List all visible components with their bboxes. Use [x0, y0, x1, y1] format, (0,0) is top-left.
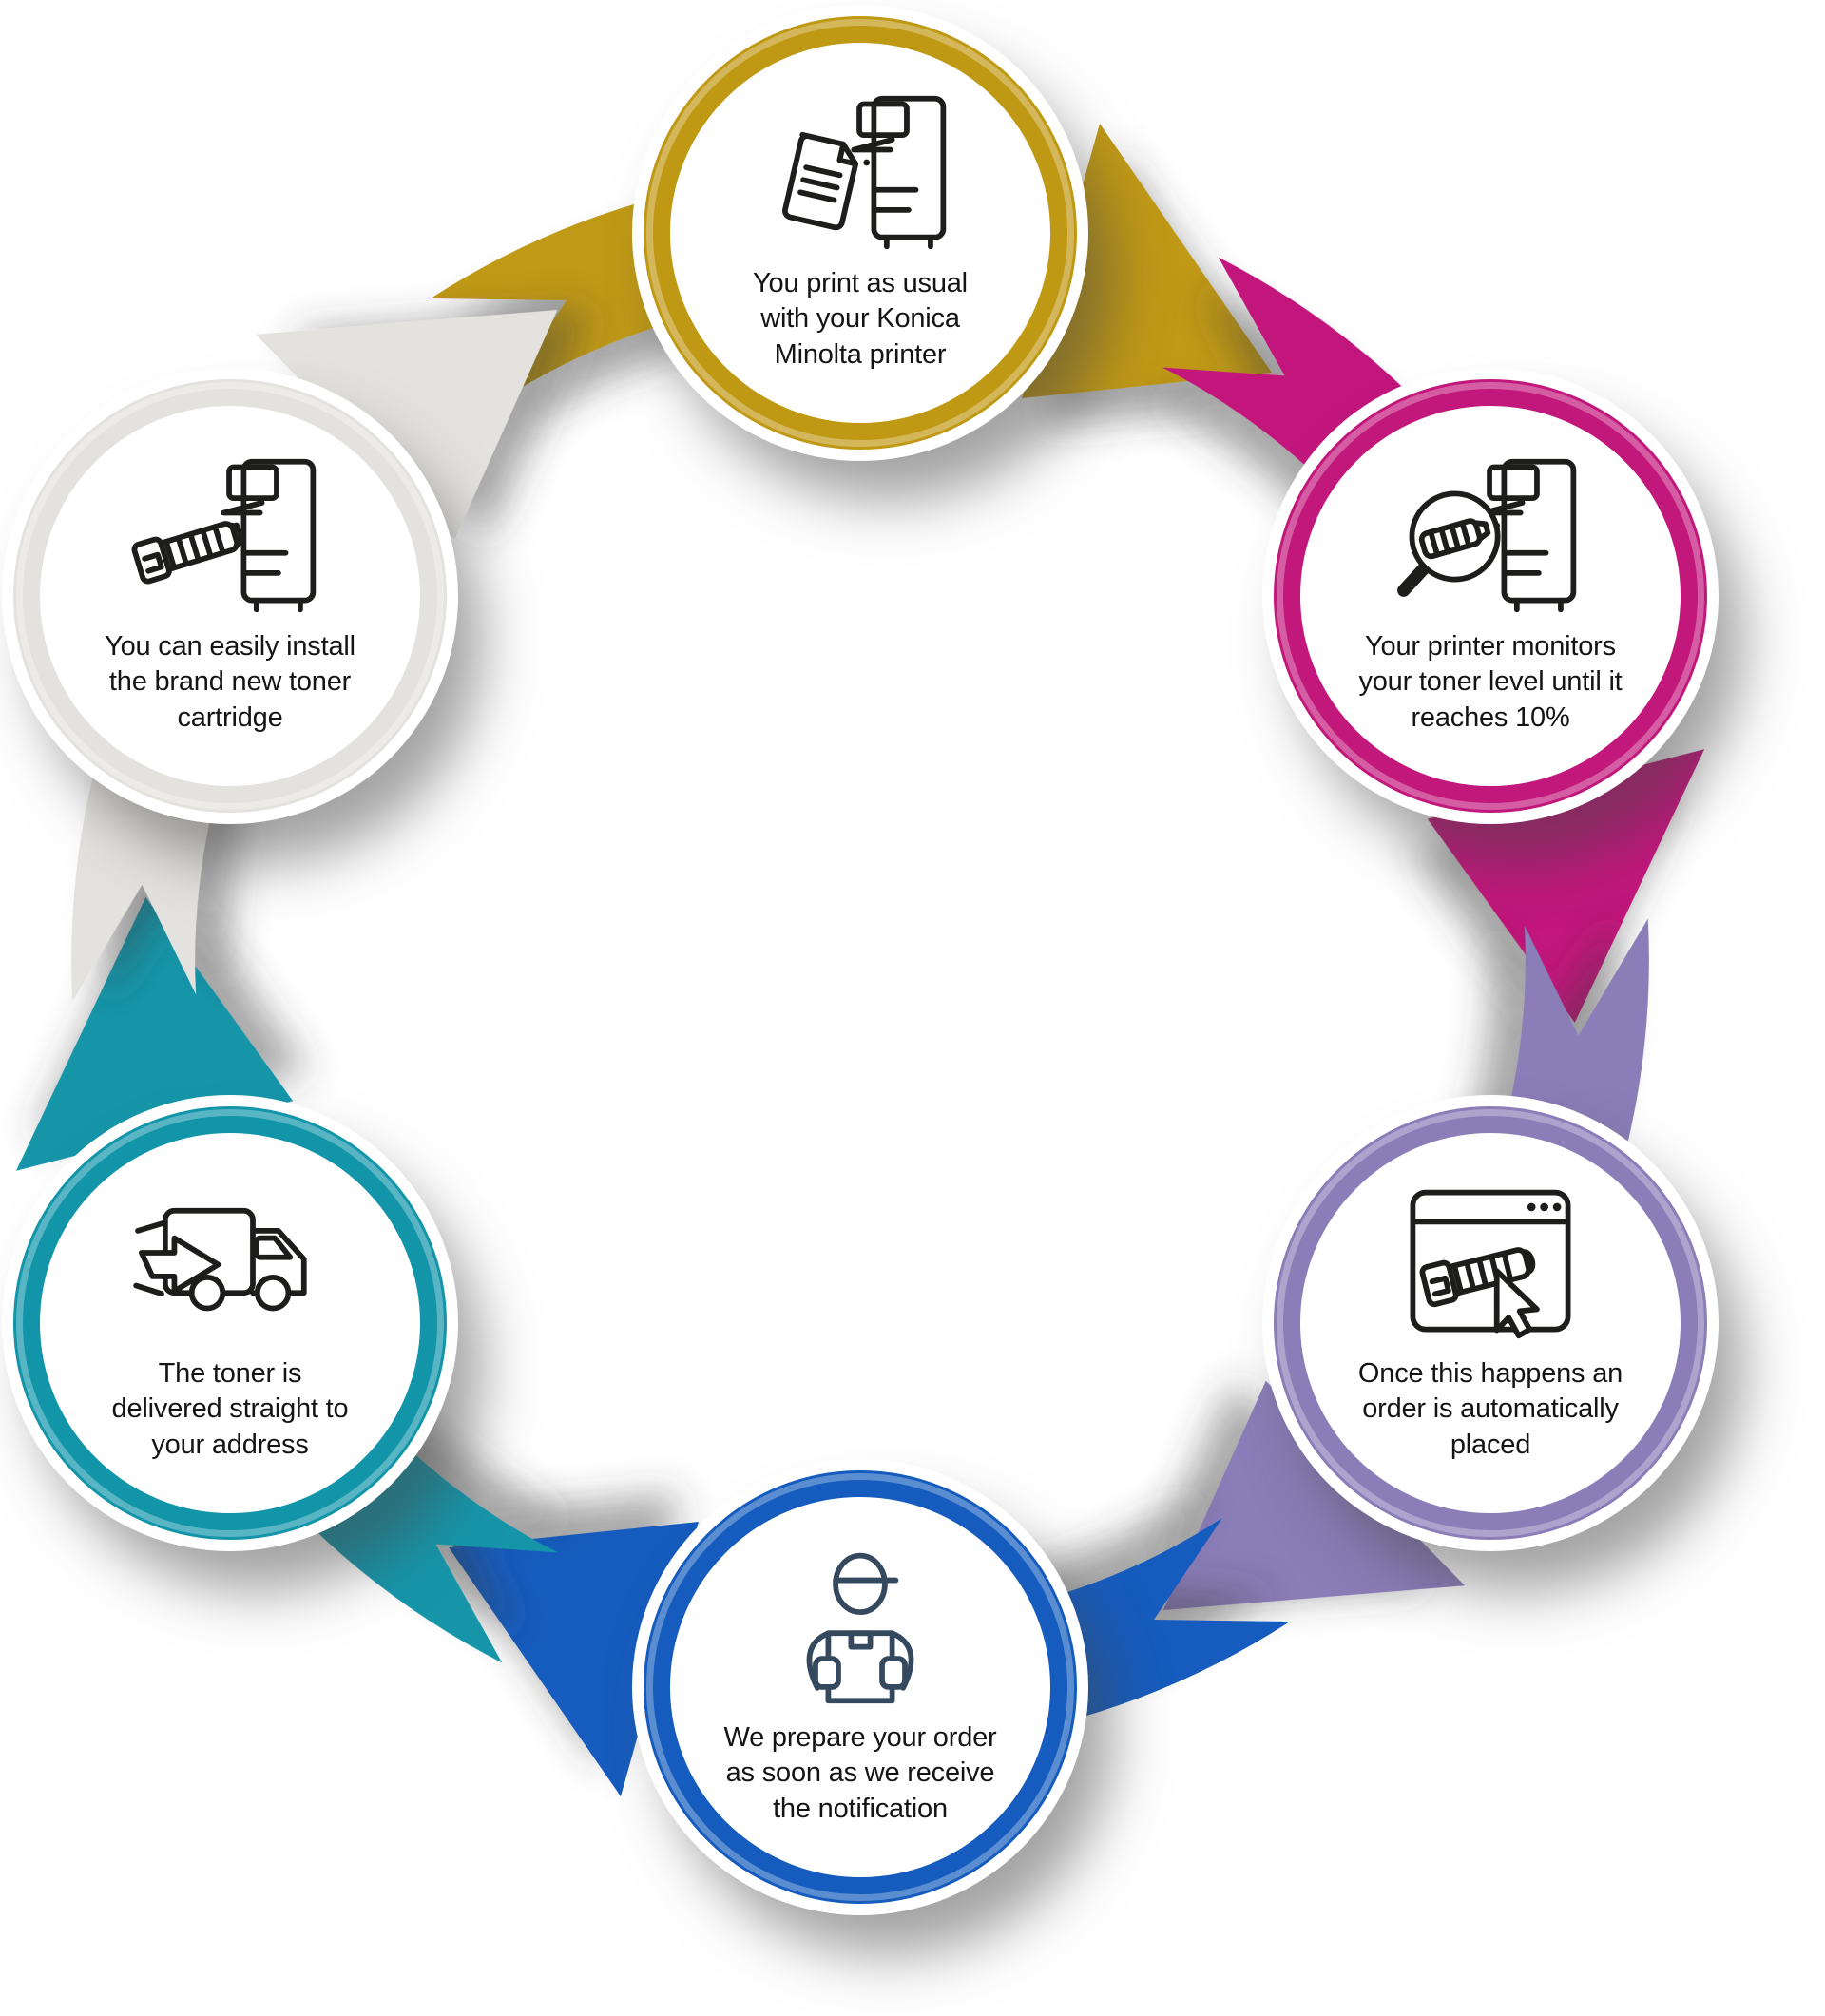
step-circle-deliver: The toner is delivered straight to your …	[13, 1106, 447, 1540]
courier-box-icon	[806, 1553, 914, 1704]
delivery-truck-icon	[133, 1208, 307, 1312]
toner-magnifier-icon	[1397, 459, 1577, 613]
step-circle-order: Once this happens an order is automatica…	[1274, 1106, 1707, 1540]
step-label: We prepare your order as soon as we rece…	[723, 1722, 997, 1824]
step-circle-print: You print as usual with your Konica Mino…	[644, 16, 1077, 450]
step-circle-install: You can easily install the brand new ton…	[13, 379, 447, 813]
step-order: Once this happens an order is automatica…	[1274, 1106, 1707, 1540]
printer-document-icon	[782, 96, 947, 250]
step-label: The toner is delivered straight to your …	[111, 1358, 349, 1460]
online-order-icon	[1410, 1190, 1571, 1339]
step-label: You can easily install the brand new ton…	[105, 631, 355, 733]
step-label: Your printer monitors your toner level u…	[1358, 631, 1623, 733]
step-install: You can easily install the brand new ton…	[13, 379, 447, 813]
toner-install-icon	[131, 459, 317, 613]
step-monitor: Your printer monitors your toner level u…	[1274, 379, 1707, 813]
step-circle-monitor: Your printer monitors your toner level u…	[1274, 379, 1707, 813]
step-deliver: The toner is delivered straight to your …	[13, 1106, 447, 1540]
step-prepare: We prepare your order as soon as we rece…	[644, 1470, 1077, 1904]
step-label: Once this happens an order is automatica…	[1357, 1358, 1623, 1460]
step-circle-prepare: We prepare your order as soon as we rece…	[644, 1470, 1077, 1904]
step-print: You print as usual with your Konica Mino…	[644, 16, 1077, 450]
step-label: You print as usual with your Konica Mino…	[753, 268, 968, 370]
